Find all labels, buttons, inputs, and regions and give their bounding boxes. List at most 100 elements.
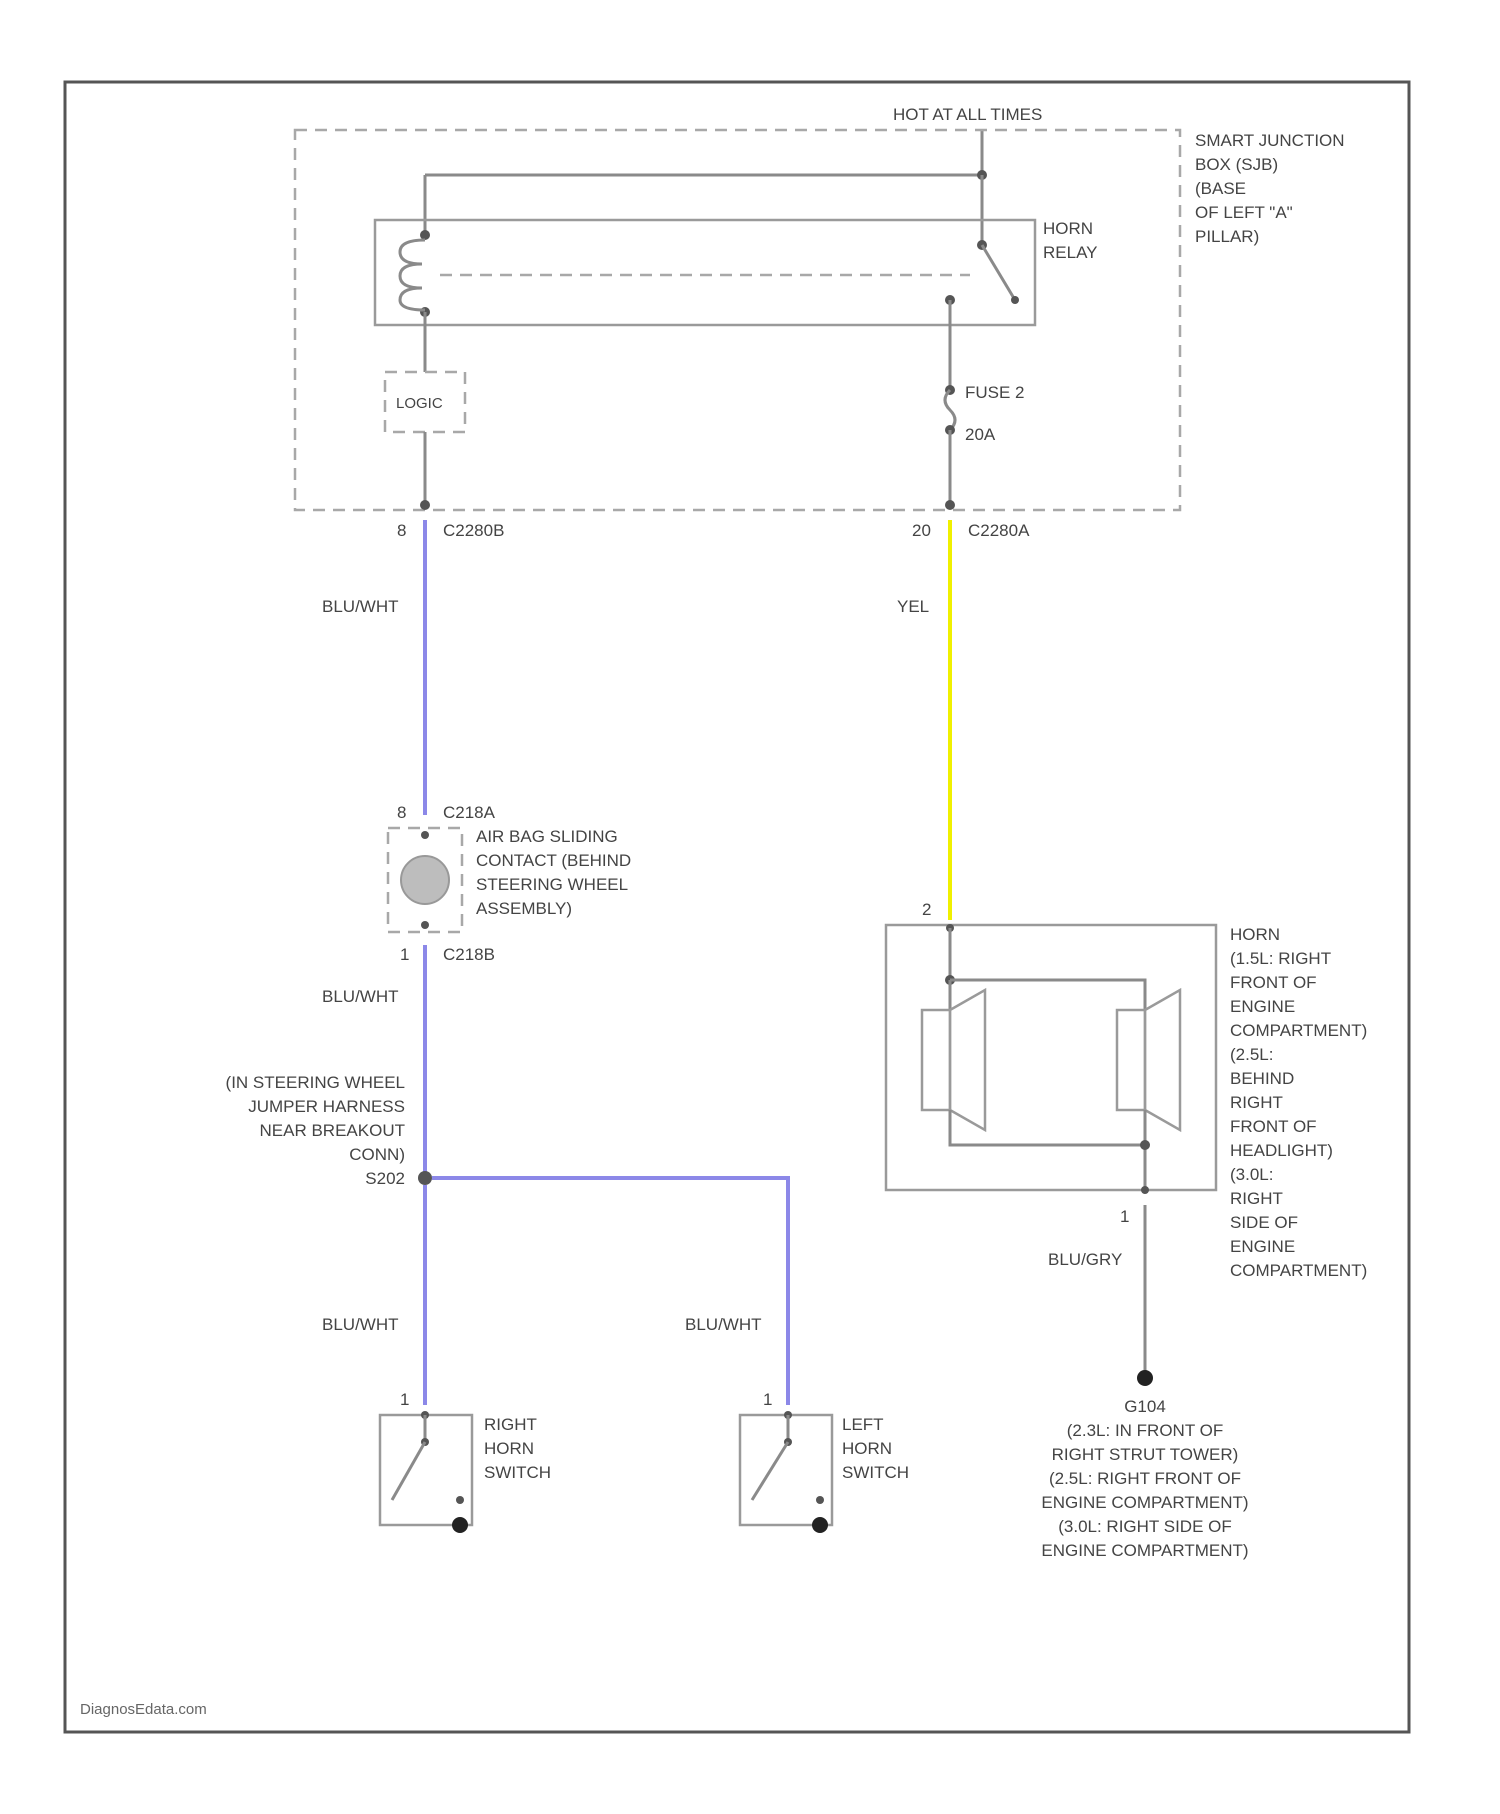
svg-text:RIGHT: RIGHT: [484, 1415, 537, 1434]
c218b-pin: 1: [400, 945, 409, 964]
svg-text:(3.0L:: (3.0L:: [1230, 1165, 1273, 1184]
svg-text:SWITCH: SWITCH: [484, 1463, 551, 1482]
clockspring-bottom-dot: [421, 921, 429, 929]
left-switch-contact: [816, 1496, 824, 1504]
svg-text:ENGINE COMPARTMENT): ENGINE COMPARTMENT): [1041, 1493, 1248, 1512]
horn-parallel-top: [950, 980, 1145, 1010]
c218b-label: C218B: [443, 945, 495, 964]
svg-text:RIGHT: RIGHT: [1230, 1093, 1283, 1112]
logic-label: LOGIC: [396, 395, 443, 412]
svg-text:RIGHT: RIGHT: [1230, 1189, 1283, 1208]
svg-text:CONN): CONN): [349, 1145, 405, 1164]
horn-label: HORN (1.5L: RIGHT FRONT OF ENGINE COMPAR…: [1230, 925, 1367, 1280]
blu-wht-label-4: BLU/WHT: [685, 1315, 762, 1334]
left-switch-label: LEFT HORN SWITCH: [842, 1415, 909, 1482]
svg-text:(2.3L: IN FRONT OF: (2.3L: IN FRONT OF: [1067, 1421, 1224, 1440]
svg-text:LEFT: LEFT: [842, 1415, 884, 1434]
svg-text:SWITCH: SWITCH: [842, 1463, 909, 1482]
blu-wht-label-3: BLU/WHT: [322, 1315, 399, 1334]
horn-top-pin: 2: [922, 900, 931, 919]
yel-label: YEL: [897, 597, 929, 616]
left-horn-switch: [740, 1415, 832, 1525]
svg-text:AIR BAG SLIDING: AIR BAG SLIDING: [476, 827, 618, 846]
svg-text:STEERING WHEEL: STEERING WHEEL: [476, 875, 628, 894]
horn-speaker-1: [922, 990, 985, 1130]
svg-text:BEHIND: BEHIND: [1230, 1069, 1294, 1088]
svg-text:FRONT OF: FRONT OF: [1230, 1117, 1317, 1136]
right-switch-contact: [456, 1496, 464, 1504]
svg-text:SIDE OF: SIDE OF: [1230, 1213, 1298, 1232]
horn-bottom-pin: 1: [1120, 1207, 1129, 1226]
svg-text:OF LEFT "A": OF LEFT "A": [1195, 203, 1293, 222]
svg-text:(IN STEERING WHEEL: (IN STEERING WHEEL: [226, 1073, 405, 1092]
svg-text:ASSEMBLY): ASSEMBLY): [476, 899, 572, 918]
c2280a-pin: 20: [912, 521, 931, 540]
horn-speaker-2: [1117, 990, 1180, 1130]
c218a-label: C218A: [443, 803, 496, 822]
right-switch-label: RIGHT HORN SWITCH: [484, 1415, 551, 1482]
left-switch-pin: 1: [763, 1390, 772, 1409]
splice-label: (IN STEERING WHEEL JUMPER HARNESS NEAR B…: [226, 1073, 405, 1188]
footer-watermark: DiagnosEdata.com: [80, 1701, 207, 1718]
left-switch-ground: [812, 1517, 828, 1533]
horn-assembly: [886, 925, 1216, 1190]
left-switch-blade: [752, 1442, 788, 1500]
right-switch-ground: [452, 1517, 468, 1533]
c218a-pin: 8: [397, 803, 406, 822]
svg-text:S202: S202: [365, 1169, 405, 1188]
c2280b-label: C2280B: [443, 521, 504, 540]
svg-text:(3.0L: RIGHT SIDE OF: (3.0L: RIGHT SIDE OF: [1058, 1517, 1232, 1536]
clockspring-label: AIR BAG SLIDING CONTACT (BEHIND STEERING…: [476, 827, 631, 918]
svg-text:20A: 20A: [965, 425, 996, 444]
svg-text:RELAY: RELAY: [1043, 243, 1098, 262]
relay-coil: [400, 240, 425, 310]
right-switch-blade: [392, 1442, 425, 1500]
g104-ground: [1137, 1370, 1153, 1386]
c2280b-terminal: [420, 500, 430, 510]
svg-text:CONTACT (BEHIND: CONTACT (BEHIND: [476, 851, 631, 870]
svg-text:HEADLIGHT): HEADLIGHT): [1230, 1141, 1333, 1160]
fuse-2: [945, 390, 955, 430]
svg-text:SMART JUNCTION: SMART JUNCTION: [1195, 131, 1345, 150]
svg-text:HORN: HORN: [1043, 219, 1093, 238]
smart-junction-box: [295, 130, 1180, 510]
svg-text:ENGINE: ENGINE: [1230, 1237, 1295, 1256]
c2280b-pin: 8: [397, 521, 406, 540]
c2280a-label: C2280A: [968, 521, 1030, 540]
svg-text:ENGINE COMPARTMENT): ENGINE COMPARTMENT): [1041, 1541, 1248, 1560]
blu-gry-label: BLU/GRY: [1048, 1250, 1122, 1269]
horn-relay: [375, 220, 1035, 325]
horn-relay-label: HORN RELAY: [1043, 219, 1098, 262]
svg-text:FUSE 2: FUSE 2: [965, 383, 1025, 402]
svg-text:(2.5L: RIGHT FRONT OF: (2.5L: RIGHT FRONT OF: [1049, 1469, 1241, 1488]
svg-text:JUMPER HARNESS: JUMPER HARNESS: [248, 1097, 405, 1116]
svg-text:(1.5L: RIGHT: (1.5L: RIGHT: [1230, 949, 1331, 968]
svg-text:HORN: HORN: [1230, 925, 1280, 944]
sjb-label: SMART JUNCTION BOX (SJB) (BASE OF LEFT "…: [1195, 131, 1345, 246]
svg-text:NEAR BREAKOUT: NEAR BREAKOUT: [260, 1121, 405, 1140]
horn-bottom-terminal: [1141, 1186, 1149, 1194]
svg-text:PILLAR): PILLAR): [1195, 227, 1259, 246]
blu-wht-wire-4: [432, 1178, 788, 1405]
right-switch-pin: 1: [400, 1390, 409, 1409]
svg-text:COMPARTMENT): COMPARTMENT): [1230, 1261, 1367, 1280]
svg-text:RIGHT STRUT TOWER): RIGHT STRUT TOWER): [1052, 1445, 1239, 1464]
clockspring-top-dot: [421, 831, 429, 839]
svg-text:ENGINE: ENGINE: [1230, 997, 1295, 1016]
blu-wht-label-1: BLU/WHT: [322, 597, 399, 616]
c2280a-terminal: [945, 500, 955, 510]
svg-text:HORN: HORN: [842, 1439, 892, 1458]
svg-text:COMPARTMENT): COMPARTMENT): [1230, 1021, 1367, 1040]
clockspring-reel: [401, 856, 449, 904]
svg-text:(BASE: (BASE: [1195, 179, 1246, 198]
svg-text:(2.5L:: (2.5L:: [1230, 1045, 1273, 1064]
svg-text:BOX (SJB): BOX (SJB): [1195, 155, 1278, 174]
blu-wht-label-2: BLU/WHT: [322, 987, 399, 1006]
relay-switch-contact: [982, 245, 1015, 300]
splice-s202: [418, 1171, 432, 1185]
svg-text:G104: G104: [1124, 1397, 1166, 1416]
svg-text:HORN: HORN: [484, 1439, 534, 1458]
horn-return-splice: [1140, 1140, 1150, 1150]
power-label: HOT AT ALL TIMES: [893, 105, 1042, 124]
